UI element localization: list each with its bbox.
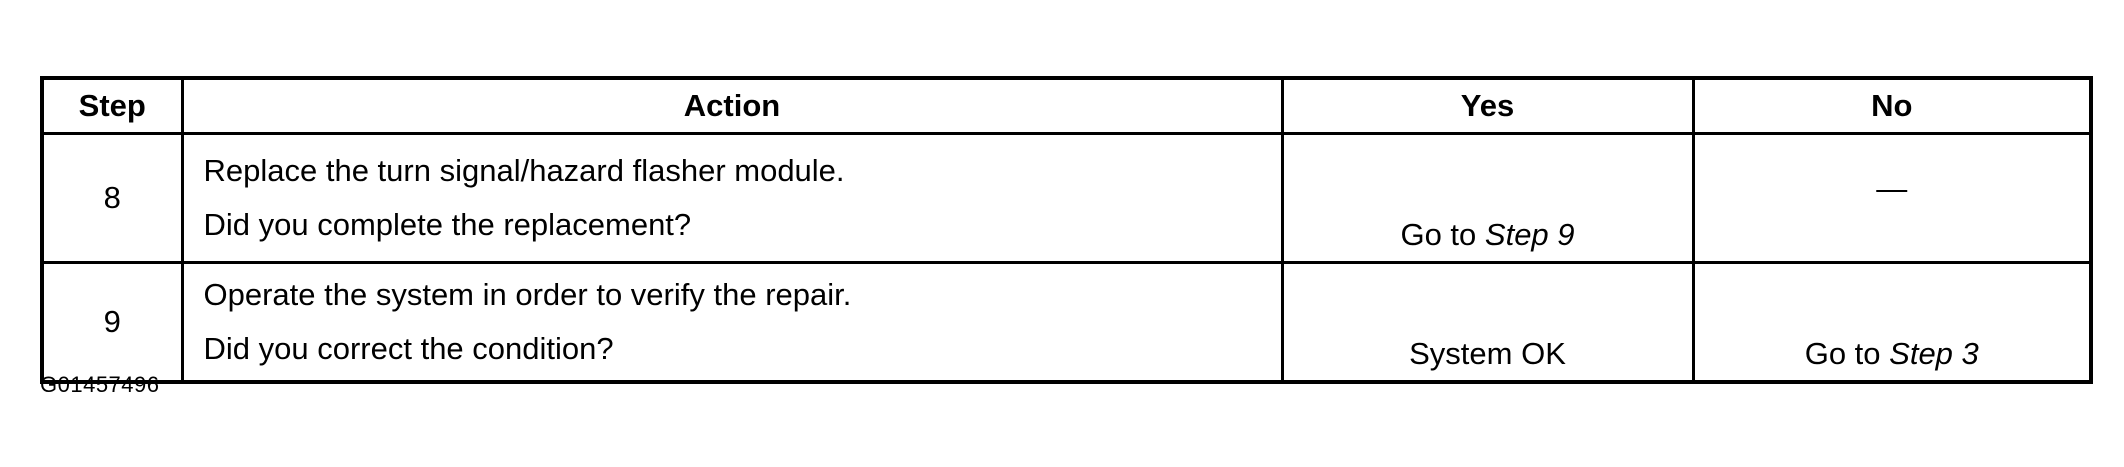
step-number: 9 [40,261,184,384]
header-step: Step [40,76,184,135]
yes-result: Go to Step 9 [1280,132,1695,264]
header-action: Action [180,76,1284,135]
no-result: Go to Step 3 [1691,261,2093,384]
action-instruction: Operate the system in order to verify th… [203,277,852,312]
table-row: 8 Replace the turn signal/hazard flasher… [40,132,2093,264]
diagnostic-table: Step Action Yes No 8 Replace the turn si… [40,76,2093,384]
header-yes: Yes [1280,76,1695,135]
step-reference: Step 3 [1889,336,1979,371]
step-reference: Step 9 [1484,217,1575,252]
table-header-row: Step Action Yes No [40,76,2093,135]
action-cell: Operate the system in order to verify th… [180,261,1284,384]
yes-result-prefix: Go to [1400,217,1485,252]
no-result: — [1691,132,2093,264]
header-no: No [1691,76,2093,135]
action-cell: Replace the turn signal/hazard flasher m… [180,132,1284,264]
action-instruction: Replace the turn signal/hazard flasher m… [203,153,845,188]
step-number: 8 [40,132,184,264]
yes-result: System OK [1280,261,1695,384]
action-question: Did you correct the condition? [203,331,614,366]
action-question: Did you complete the replacement? [203,207,692,242]
table-row: 9 Operate the system in order to verify … [40,261,2093,384]
figure-id: G01457496 [40,372,160,397]
no-result-prefix: Go to [1804,336,1890,371]
